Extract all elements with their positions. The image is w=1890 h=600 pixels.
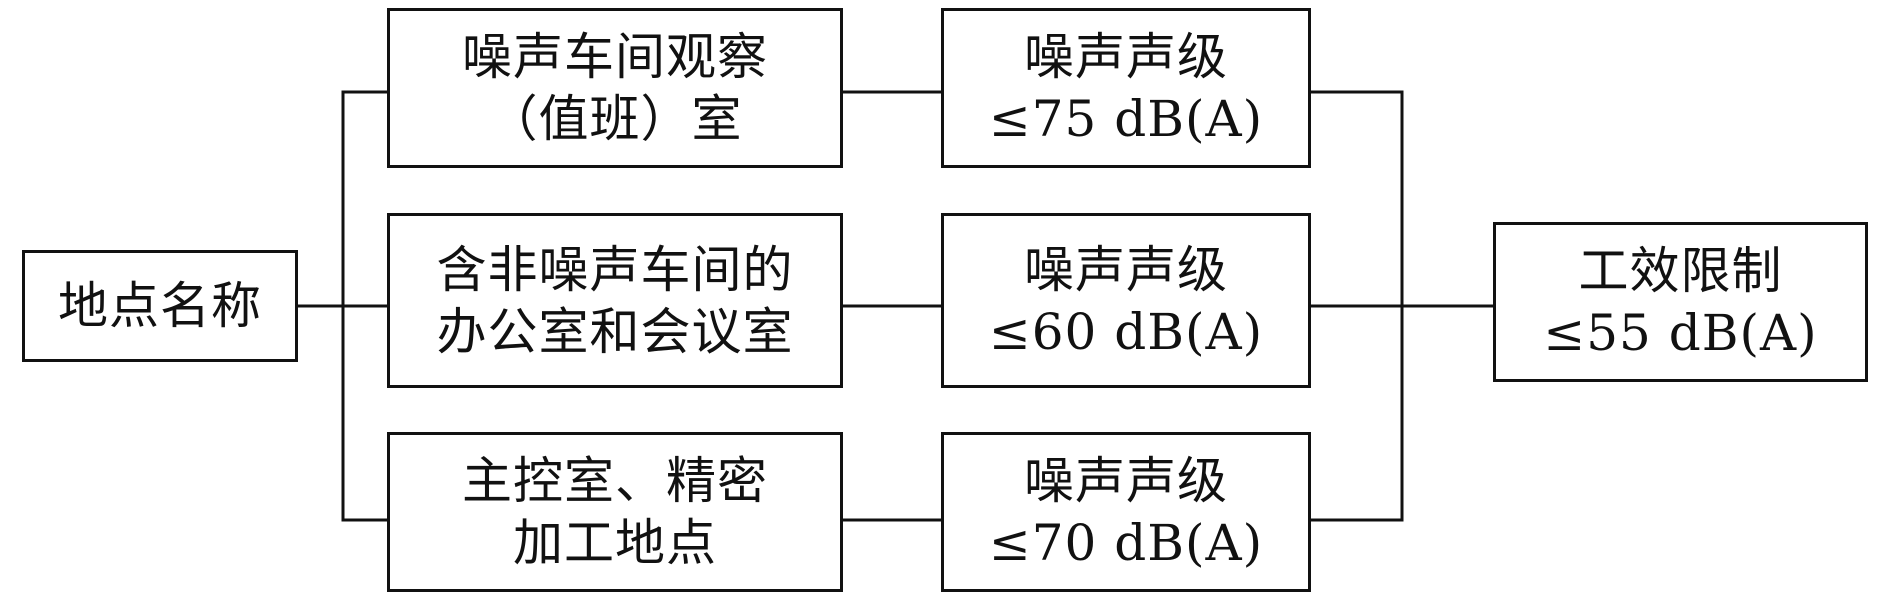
noise-level-60-box: 噪声声级 ≤60 dB(A)	[941, 213, 1311, 388]
office-meeting-room-line-1: 含非噪声车间的	[436, 240, 794, 299]
location-name-box: 地点名称	[22, 250, 298, 362]
ergonomic-limit-label: 工效限制	[1578, 242, 1783, 300]
noise-level-70-box: 噪声声级 ≤70 dB(A)	[941, 432, 1311, 592]
ergonomic-limit-box: 工效限制 ≤55 dB(A)	[1493, 222, 1868, 382]
noise-level-75-box: 噪声声级 ≤75 dB(A)	[941, 8, 1311, 168]
office-meeting-room-line-2: 办公室和会议室	[436, 302, 794, 361]
observation-room-line-1: 噪声车间观察	[462, 28, 768, 86]
location-name-text: 地点名称	[58, 277, 262, 335]
noise-level-70-label: 噪声声级	[1024, 452, 1228, 510]
office-meeting-room-box: 含非噪声车间的 办公室和会议室	[387, 213, 843, 388]
control-room-line-1: 主控室、精密	[462, 452, 768, 510]
noise-level-75-value: ≤75 dB(A)	[988, 90, 1264, 148]
ergonomic-limit-value: ≤55 dB(A)	[1543, 304, 1818, 362]
noise-level-75-label: 噪声声级	[1024, 28, 1228, 86]
control-room-box: 主控室、精密 加工地点	[387, 432, 843, 592]
noise-level-70-value: ≤70 dB(A)	[988, 514, 1264, 572]
observation-room-box: 噪声车间观察 （值班）室	[387, 8, 843, 168]
control-room-line-2: 加工地点	[513, 514, 717, 572]
noise-level-60-label: 噪声声级	[1024, 240, 1228, 299]
observation-room-line-2: （值班）室	[487, 90, 743, 148]
noise-level-60-value: ≤60 dB(A)	[988, 302, 1264, 361]
